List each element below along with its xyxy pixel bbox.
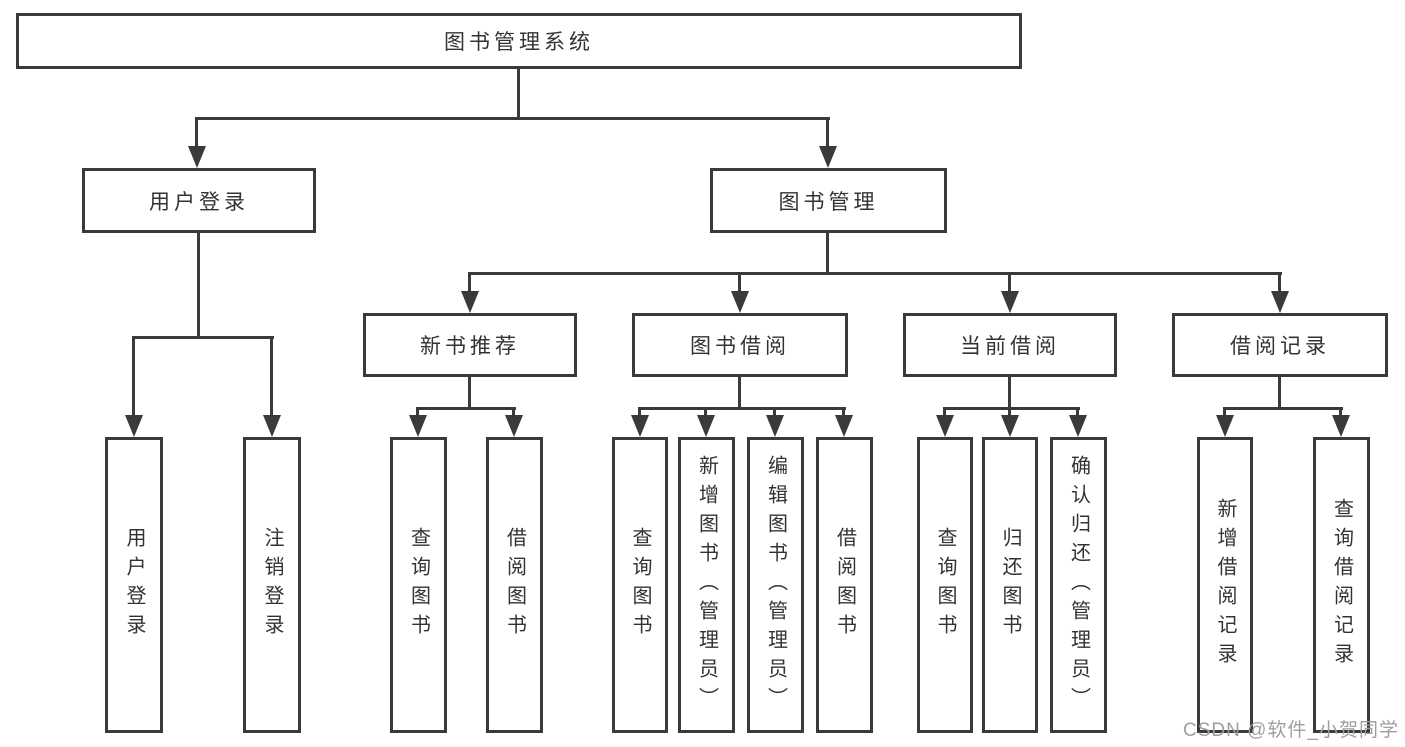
arrowhead-down-icon: [1069, 415, 1087, 437]
arrowhead-down-icon: [1001, 291, 1019, 313]
arrowhead-down-icon: [461, 291, 479, 313]
arrowhead-down-icon: [505, 415, 523, 437]
connector-arrow-stem: [842, 407, 845, 417]
connector-arrow-stem: [773, 407, 776, 417]
arrowhead-down-icon: [835, 415, 853, 437]
arrowhead-down-icon: [125, 415, 143, 437]
connector-vline: [826, 233, 829, 275]
arrowhead-down-icon: [1001, 415, 1019, 437]
leaf-label: 新增图书（管理员）: [695, 454, 718, 716]
leaf-label: 新增借阅记录: [1214, 498, 1236, 672]
connector-arrow-stem: [132, 336, 135, 417]
leaf-label: 借阅图书: [833, 527, 856, 643]
leaf-label: 查询借阅记录: [1330, 498, 1353, 672]
connector-vline: [197, 233, 200, 339]
leaf-add-books-admin: 新增图书（管理员）: [678, 437, 735, 733]
leaf-edit-books-admin: 编辑图书（管理员）: [747, 437, 804, 733]
arrowhead-down-icon: [1271, 291, 1289, 313]
connector-hline: [132, 336, 274, 339]
arrowhead-down-icon: [819, 146, 837, 168]
connector-arrow-stem: [738, 272, 741, 293]
leaf-label: 用户登录: [123, 527, 145, 643]
leaf-label: 注销登录: [261, 527, 283, 643]
arrowhead-down-icon: [409, 415, 427, 437]
watermark: CSDN @软件_小贺同学: [1183, 720, 1399, 741]
connector-hline: [638, 407, 846, 410]
arrowhead-down-icon: [936, 415, 954, 437]
leaf-label: 借阅图书: [503, 527, 526, 643]
node-book-borrowing: 图书借阅: [632, 313, 848, 377]
leaf-query-borrow-record: 查询借阅记录: [1313, 437, 1370, 733]
arrowhead-down-icon: [188, 146, 206, 168]
connector-arrow-stem: [468, 272, 471, 293]
node-current-borrowing: 当前借阅: [903, 313, 1117, 377]
leaf-borrow-books-recommend: 借阅图书: [486, 437, 543, 733]
connector-vline: [468, 377, 471, 410]
arrowhead-down-icon: [631, 415, 649, 437]
leaf-label: 确认归还（管理员）: [1067, 454, 1090, 716]
arrowhead-down-icon: [731, 291, 749, 313]
leaf-label: 编辑图书（管理员）: [764, 454, 787, 716]
leaf-query-books-current: 查询图书: [917, 437, 973, 733]
connector-hline: [195, 117, 830, 120]
connector-arrow-stem: [1008, 272, 1011, 293]
arrowhead-down-icon: [766, 415, 784, 437]
arrowhead-down-icon: [1216, 415, 1234, 437]
arrowhead-down-icon: [263, 415, 281, 437]
leaf-borrow-books: 借阅图书: [816, 437, 873, 733]
leaf-add-borrow-record: 新增借阅记录: [1197, 437, 1253, 733]
leaf-label: 查询图书: [934, 527, 956, 643]
leaf-label: 查询图书: [629, 527, 651, 643]
leaf-query-books-recommend: 查询图书: [390, 437, 447, 733]
node-user-login: 用户登录: [82, 168, 316, 233]
connector-arrow-stem: [1278, 272, 1281, 293]
connector-arrow-stem: [1076, 407, 1079, 417]
connector-hline: [1223, 407, 1343, 410]
connector-vline: [517, 69, 520, 120]
connector-arrow-stem: [1223, 407, 1226, 417]
leaf-user-login: 用户登录: [105, 437, 163, 733]
connector-arrow-stem: [638, 407, 641, 417]
connector-vline: [738, 377, 741, 410]
connector-arrow-stem: [270, 336, 273, 417]
node-new-book-recommendation: 新书推荐: [363, 313, 577, 377]
node-borrowing-records: 借阅记录: [1172, 313, 1388, 377]
node-library-management-system: 图书管理系统: [16, 13, 1022, 69]
leaf-logout: 注销登录: [243, 437, 301, 733]
leaf-label: 查询图书: [407, 527, 430, 643]
connector-hline: [468, 272, 1282, 275]
connector-hline: [416, 407, 516, 410]
connector-arrow-stem: [1008, 407, 1011, 417]
connector-hline: [943, 407, 1080, 410]
arrowhead-down-icon: [697, 415, 715, 437]
connector-arrow-stem: [943, 407, 946, 417]
connector-arrow-stem: [512, 407, 515, 417]
connector-arrow-stem: [195, 117, 198, 148]
connector-vline: [1008, 377, 1011, 410]
leaf-query-books-borrow: 查询图书: [612, 437, 668, 733]
connector-arrow-stem: [704, 407, 707, 417]
connector-arrow-stem: [826, 117, 829, 148]
node-book-management: 图书管理: [710, 168, 947, 233]
connector-arrow-stem: [416, 407, 419, 417]
arrowhead-down-icon: [1332, 415, 1350, 437]
connector-vline: [1278, 377, 1281, 410]
leaf-label: 归还图书: [999, 527, 1021, 643]
leaf-return-books: 归还图书: [982, 437, 1038, 733]
leaf-confirm-return-admin: 确认归还（管理员）: [1050, 437, 1107, 733]
connector-arrow-stem: [1339, 407, 1342, 417]
